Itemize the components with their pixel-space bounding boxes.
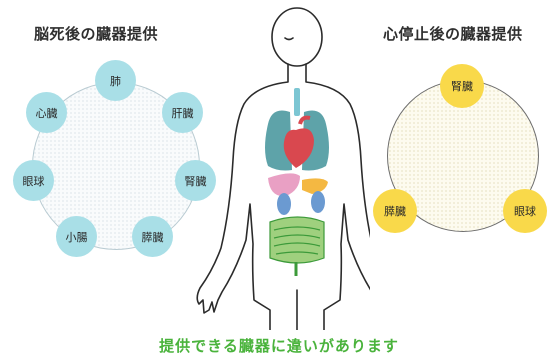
footer-caption: 提供できる臓器に違いがあります	[159, 337, 399, 355]
organ-node-kidney-2: 腎臓	[440, 64, 484, 108]
organ-node-pancreas-2: 膵臓	[373, 189, 417, 233]
organ-node-heart: 心臓	[26, 92, 67, 133]
organ-node-liver: 肝臓	[162, 92, 203, 133]
brain-death-title: 脳死後の臓器提供	[34, 25, 159, 43]
human-body-illustration	[196, 7, 370, 330]
organ-node-kidney: 腎臓	[175, 160, 216, 201]
organ-node-small-intestine: 小腸	[56, 216, 97, 257]
organ-node-pancreas: 膵臓	[132, 216, 173, 257]
organ-node-eyes: 眼球	[13, 160, 54, 201]
organ-node-lungs: 肺	[95, 60, 136, 101]
organ-node-eyes-2: 眼球	[503, 189, 547, 233]
cardiac-death-title: 心停止後の臓器提供	[383, 25, 523, 43]
